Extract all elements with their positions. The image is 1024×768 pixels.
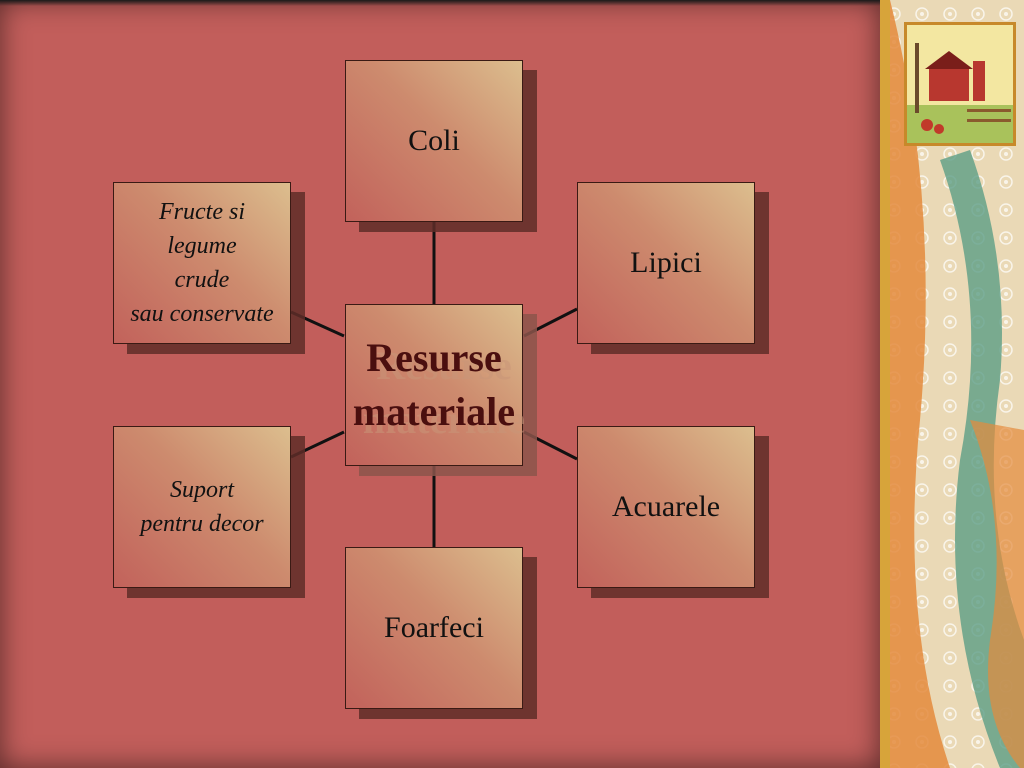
node-lipici-label: Lipici xyxy=(630,246,702,279)
farm-barn-icon xyxy=(904,22,1016,146)
node-coli: Coli xyxy=(345,60,523,222)
node-acuarele: Acuarele xyxy=(577,426,755,588)
node-foarfeci: Foarfeci xyxy=(345,547,523,709)
connector-fructe xyxy=(290,310,345,338)
node-center: Resurse materiale xyxy=(345,304,523,466)
node-lipici: Lipici xyxy=(577,182,755,344)
connector-acuarele xyxy=(523,430,578,461)
slide: Coli Lipici Acuarele Foarfeci Suport pen… xyxy=(0,0,880,768)
node-fructe: Fructe si legume crude sau conservate xyxy=(113,182,291,344)
node-acuarele-label: Acuarele xyxy=(611,490,721,523)
connector-lipici xyxy=(523,307,578,338)
node-suport-label: Suport pentru decor xyxy=(140,477,264,537)
node-coli-label: Coli xyxy=(408,124,460,157)
node-suport: Suport pentru decor xyxy=(113,426,291,588)
connector-lines xyxy=(290,222,578,547)
farm-barn-drawing xyxy=(907,25,1013,143)
connector-suport xyxy=(290,430,345,459)
node-fructe-label: Fructe si legume crude sau conservate xyxy=(130,199,274,327)
center-label: Resurse materiale xyxy=(352,335,516,434)
node-foarfeci-label: Foarfeci xyxy=(384,611,484,644)
decorative-side-panel xyxy=(880,0,1024,768)
